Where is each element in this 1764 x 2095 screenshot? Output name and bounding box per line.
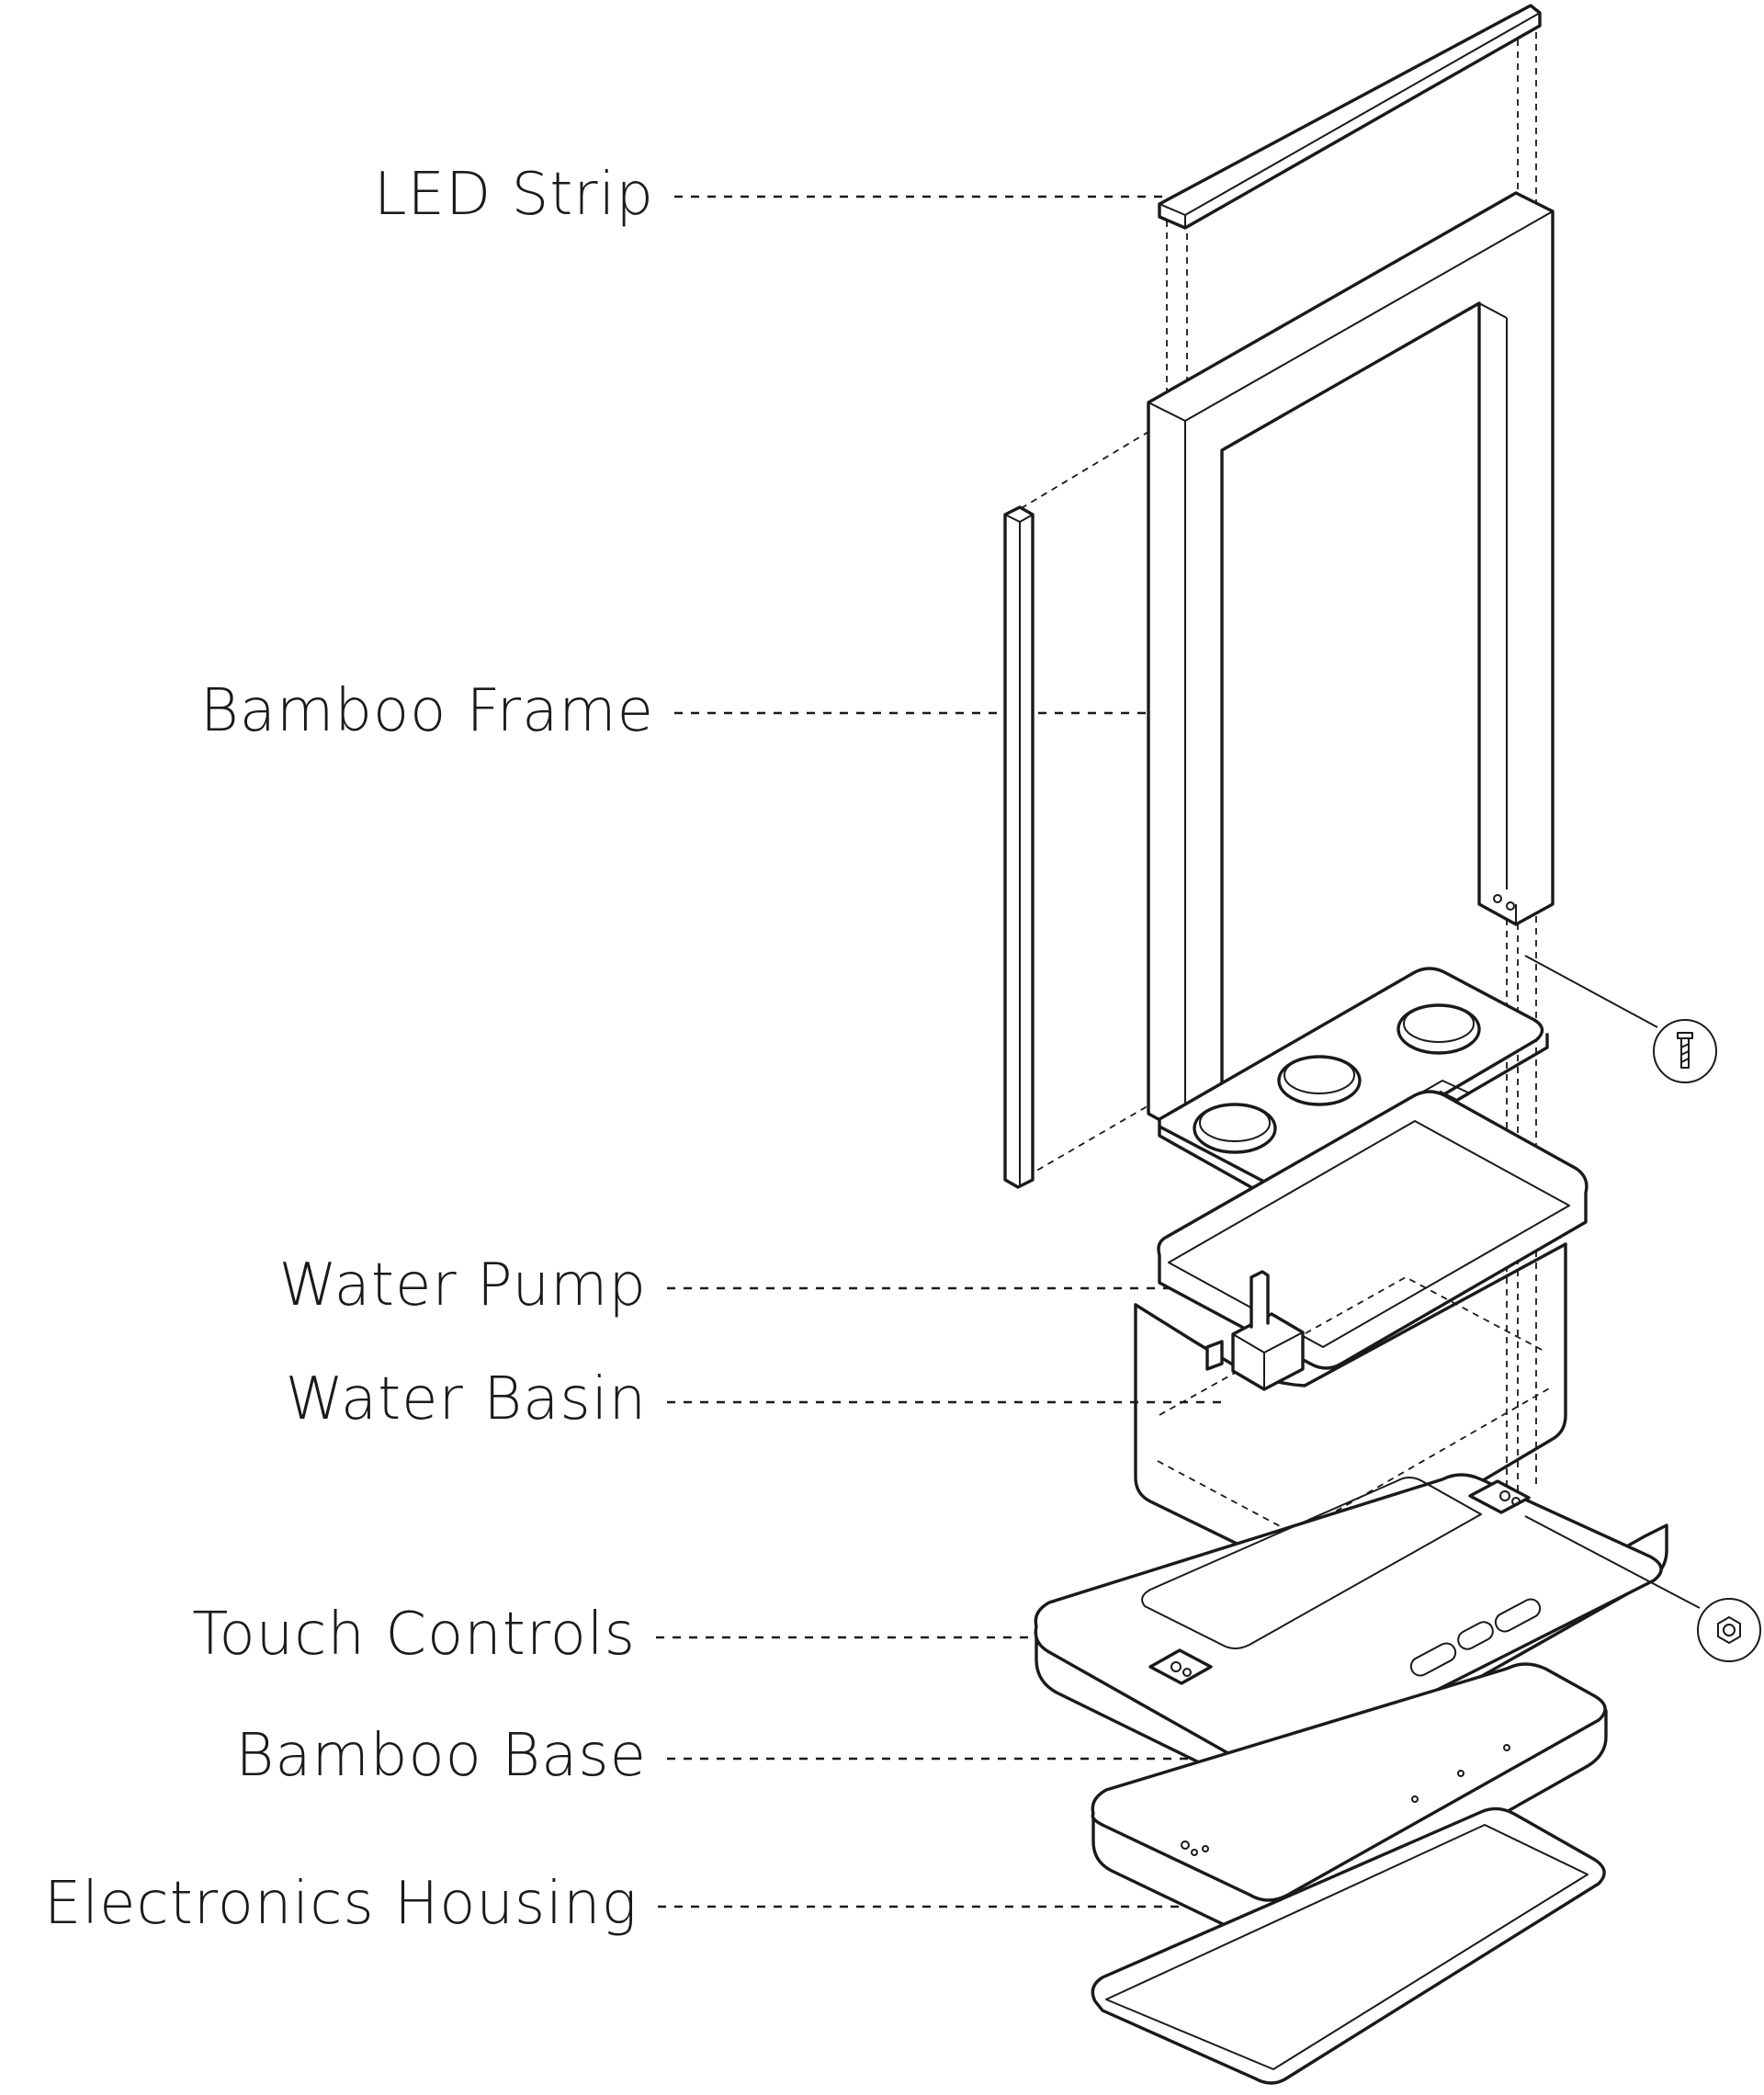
label-electronics-housing: Electronics Housing xyxy=(44,1870,638,1938)
label-group: LED Strip Bamboo Frame Water Pump Water … xyxy=(44,161,1438,1938)
nut-callout xyxy=(1524,1515,1761,1662)
screw-icon xyxy=(1677,1032,1693,1069)
pump-icon xyxy=(1205,1270,1305,1391)
bamboo-frame-part xyxy=(1147,191,1555,1136)
label-touch-controls: Touch Controls xyxy=(192,1601,636,1669)
hex-nut-icon xyxy=(1717,1616,1741,1644)
power-socket-icon xyxy=(1148,1648,1213,1685)
port-icon xyxy=(1468,1479,1531,1514)
bottom-pad-part xyxy=(1091,1806,1606,2085)
screw-callout xyxy=(1524,955,1717,1083)
led-strip-part xyxy=(1158,4,1542,230)
touch-controls-icon xyxy=(1409,1598,1542,1677)
label-water-basin: Water Basin xyxy=(286,1365,647,1433)
label-bamboo-base: Bamboo Base xyxy=(235,1722,647,1790)
side-panel-part xyxy=(1003,505,1035,1189)
label-bamboo-frame: Bamboo Frame xyxy=(200,677,654,745)
label-water-pump: Water Pump xyxy=(278,1251,647,1319)
label-led-strip: LED Strip xyxy=(374,161,654,229)
